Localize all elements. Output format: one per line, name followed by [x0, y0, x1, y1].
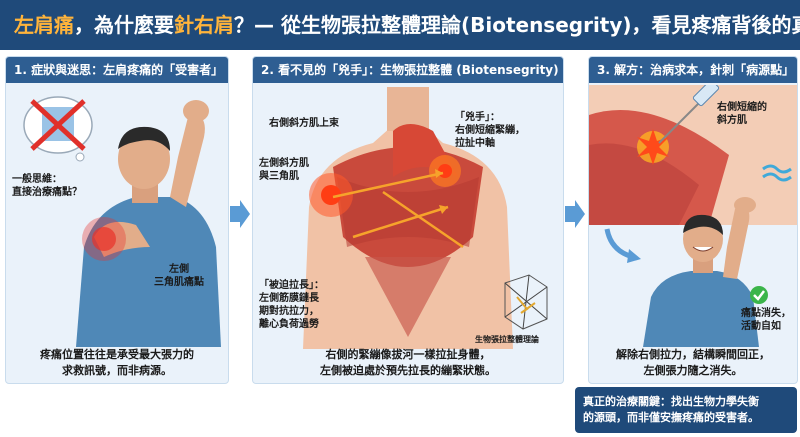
label-shortened-right-trapezius: 右側短縮的 斜方肌	[717, 102, 767, 126]
arrow-down-right-icon	[604, 228, 641, 263]
label-forced-lengthening: 「被迫拉長」： 左側筋膜鏈長 期對抗拉力， 離心負荷過勞	[259, 280, 324, 330]
needle-treatment-diagram	[589, 85, 797, 225]
thought-bubble-text: 一般思維： 直接治療痛點？	[12, 174, 82, 198]
panel-title: 3. 解方：治病求本，針刺「病源點」	[589, 57, 797, 83]
tensegrity-model-icon	[504, 274, 548, 330]
key-insight-box: 真正的治療關鍵：找出生物力學失衡 的源頭，而非僅安撫疼痛的受害者。	[575, 387, 797, 433]
panel-title: 1. 症狀與迷思：左肩疼痛的「受害者」	[6, 57, 228, 83]
arrow-right-icon	[565, 200, 585, 228]
panel-title: 2. 看不見的「兇手」：生物張拉整體 (Biotensegrity) 揭密	[253, 57, 563, 83]
title-highlight-right-shoulder: 針右肩	[174, 13, 234, 37]
thought-bubble-icon	[23, 96, 93, 162]
title-text-rest: ？— 從生物張拉整體理論(Biotensegrity)，看見疼痛背後的真相	[234, 13, 800, 37]
title-highlight-left-shoulder: 左肩痛	[14, 13, 74, 37]
label-culprit: 「兇手」： 右側短縮緊繃， 拉扯中軸	[455, 112, 525, 149]
panel-caption: 疼痛位置往往是承受最大張力的 求救訊號，而非病源。	[40, 348, 194, 377]
label-left-trapezius-deltoid: 左側斜方肌 與三角肌	[259, 158, 309, 182]
panel-symptom: 1. 症狀與迷思：左肩疼痛的「受害者」 一般思維： 直接治療痛點？ 左側 三角肌…	[5, 56, 229, 384]
man-with-shoulder-pain	[76, 100, 221, 347]
title-text: ，為什麼要	[74, 13, 174, 37]
page-title: 左肩痛，為什麼要針右肩？— 從生物張拉整體理論(Biotensegrity)，看…	[0, 0, 800, 50]
happy-man-figure	[643, 197, 759, 347]
label-tensegrity-model: 生物張拉整體理論	[475, 335, 539, 344]
panel-biotensegrity: 2. 看不見的「兇手」：生物張拉整體 (Biotensegrity) 揭密 右側…	[252, 56, 564, 384]
label-right-upper-trapezius: 右側斜方肌上束	[269, 118, 339, 129]
label-pain-gone: 痛點消失， 活動自如	[741, 308, 791, 332]
panel-caption: 右側的緊繃像拔河一樣拉扯身體， 左側被迫處於預先拉長的繃緊狀態。	[320, 348, 496, 377]
panel-solution: 3. 解方：治病求本，針刺「病源點」 右側短縮的 斜方肌 痛點消失， 活動自如 …	[588, 56, 798, 384]
check-icon	[750, 286, 768, 304]
release-wave-icon	[762, 164, 792, 182]
pain-point-label: 左側 三角肌痛點	[154, 264, 204, 288]
back-muscle-diagram	[303, 87, 513, 349]
arrow-right-icon	[230, 200, 250, 228]
panel-caption: 解除右側拉力，結構瞬間回正， 左側張力隨之消失。	[616, 348, 770, 377]
